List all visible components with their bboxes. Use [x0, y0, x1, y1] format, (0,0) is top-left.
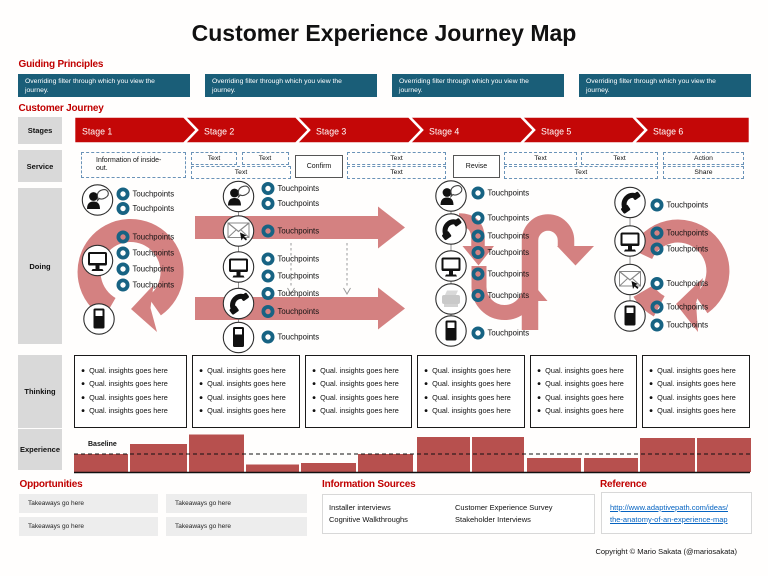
svg-text:Touchpoints: Touchpoints	[278, 333, 320, 342]
svg-text:Touchpoints: Touchpoints	[667, 279, 709, 288]
svg-text:Touchpoints: Touchpoints	[488, 329, 530, 338]
svg-text:Touchpoints: Touchpoints	[488, 270, 530, 279]
svg-text:Touchpoints: Touchpoints	[278, 289, 320, 298]
svg-text:Touchpoints: Touchpoints	[488, 291, 530, 300]
svg-text:Touchpoints: Touchpoints	[278, 272, 320, 281]
svg-text:Touchpoints: Touchpoints	[133, 281, 175, 290]
svg-text:Touchpoints: Touchpoints	[278, 227, 320, 236]
svg-text:Touchpoints: Touchpoints	[667, 303, 709, 312]
svg-text:Touchpoints: Touchpoints	[488, 214, 530, 223]
svg-text:Touchpoints: Touchpoints	[278, 255, 320, 264]
svg-text:Stage 4: Stage 4	[429, 127, 459, 137]
svg-text:Stage 3: Stage 3	[316, 127, 346, 137]
svg-text:Touchpoints: Touchpoints	[133, 233, 175, 242]
svg-text:Touchpoints: Touchpoints	[488, 248, 530, 257]
svg-text:Touchpoints: Touchpoints	[133, 249, 175, 258]
svg-text:Stage 5: Stage 5	[541, 127, 571, 137]
svg-text:Touchpoints: Touchpoints	[278, 184, 320, 193]
svg-text:Touchpoints: Touchpoints	[278, 307, 320, 316]
svg-text:Touchpoints: Touchpoints	[667, 245, 709, 254]
svg-text:Touchpoints: Touchpoints	[667, 229, 709, 238]
svg-text:Touchpoints: Touchpoints	[667, 321, 709, 330]
svg-text:Touchpoints: Touchpoints	[278, 199, 320, 208]
svg-text:Touchpoints: Touchpoints	[133, 190, 175, 199]
svg-text:Touchpoints: Touchpoints	[488, 232, 530, 241]
svg-text:Touchpoints: Touchpoints	[488, 189, 530, 198]
svg-text:Touchpoints: Touchpoints	[133, 204, 175, 213]
svg-text:Touchpoints: Touchpoints	[667, 201, 709, 210]
svg-text:Touchpoints: Touchpoints	[133, 265, 175, 274]
svg-text:Stage 1: Stage 1	[82, 127, 112, 137]
svg-text:Stage 6: Stage 6	[653, 127, 683, 137]
svg-text:Stage 2: Stage 2	[204, 127, 234, 137]
